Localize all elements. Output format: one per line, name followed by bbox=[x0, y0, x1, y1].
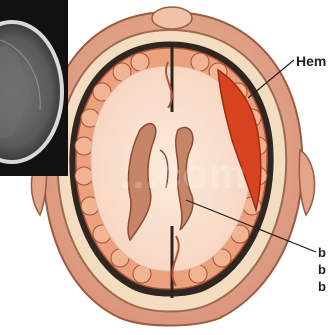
midline-shift-label-line: b bbox=[318, 261, 326, 278]
right-ear bbox=[299, 150, 314, 215]
watermark: ...com bbox=[120, 150, 247, 198]
midline-shift-label: b b b bbox=[318, 244, 326, 295]
midline-shift-label-line: b bbox=[318, 244, 326, 261]
hemorrhage-label: Hem bbox=[296, 54, 326, 68]
midline-shift-label-line: b bbox=[318, 278, 326, 295]
ct-scan-inset bbox=[0, 0, 68, 176]
nose bbox=[152, 7, 192, 29]
